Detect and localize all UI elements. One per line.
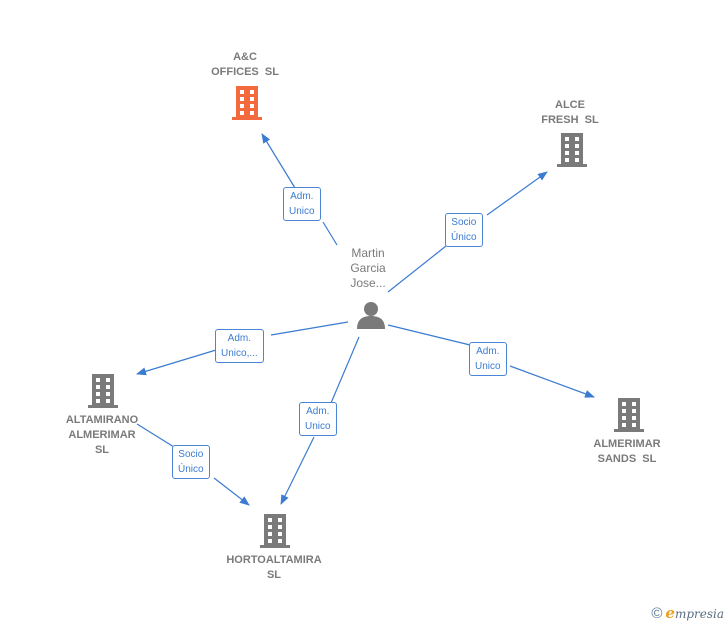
building-icon[interactable] <box>557 133 587 172</box>
person-name-label[interactable]: Martin Garcia Jose... <box>350 246 386 290</box>
person-icon[interactable] <box>356 300 386 335</box>
relation-label-alce[interactable]: Socio Único <box>445 213 483 247</box>
copyright-icon: © <box>651 604 663 622</box>
relation-line-hortoaltamira <box>281 336 360 504</box>
relation-label-almerimar[interactable]: Adm. Unico <box>469 342 507 376</box>
company-label-hortoaltamira[interactable]: HORTOALTAMIRA SL <box>226 554 322 581</box>
relation-label-hortoaltamira[interactable]: Adm. Unico <box>299 402 337 436</box>
relation-label-altamirano[interactable]: Adm. Unico,... <box>215 329 264 363</box>
company-label-almerimar[interactable]: ALMERIMAR SANDS SL <box>593 438 661 465</box>
relation-line-alce <box>387 172 547 293</box>
relation-line-almerimar <box>387 324 594 397</box>
building-icon[interactable] <box>260 514 290 553</box>
relation-line-altamirano-hortoaltamira <box>136 423 249 505</box>
relation-line-altamirano <box>137 321 349 374</box>
relation-label-ac[interactable]: Adm. Unico <box>283 187 321 221</box>
relation-line-ac <box>262 134 338 246</box>
building-icon[interactable] <box>614 398 644 437</box>
empresia-logo: empresia <box>665 604 724 622</box>
relation-label-altamirano-hortoaltamira[interactable]: Socio Único <box>172 445 210 479</box>
building-icon[interactable] <box>232 86 262 125</box>
footer-brand: © empresia <box>651 604 724 622</box>
building-icon[interactable] <box>88 374 118 413</box>
company-label-altamirano[interactable]: ALTAMIRANO ALMERIMAR SL <box>65 414 139 456</box>
company-label-alce[interactable]: ALCE FRESH SL <box>541 99 599 126</box>
company-label-ac[interactable]: A&C OFFICES SL <box>211 51 279 78</box>
